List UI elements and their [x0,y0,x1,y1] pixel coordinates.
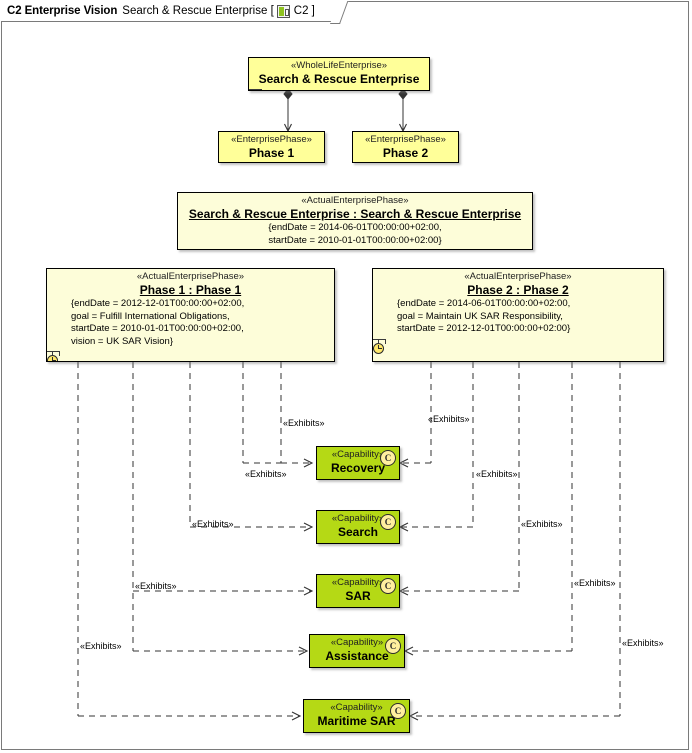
node-attributes: {endDate = 2014-06-01T00:00:00+02:00, st… [178,222,532,247]
node-attributes: {endDate = 2012-12-01T00:00:00+02:00, go… [47,298,334,348]
nested-classifier-icon [249,89,262,90]
node-whole-life-enterprise[interactable]: «WholeLifeEnterprise» Search & Rescue En… [248,57,430,91]
node-stereotype: «Capability» [331,449,385,460]
node-name: Maritime SAR [317,714,396,728]
node-name: Phase 2 [382,146,429,160]
attribute-line: goal = Fulfill International Obligations… [71,310,230,322]
exhibits-label: «Exhibits» [135,581,177,591]
exhibits-label: «Exhibits» [521,519,563,529]
node-stereotype: «WholeLifeEnterprise» [290,60,388,71]
attribute-line: {endDate = 2012-12-01T00:00:00+02:00, [71,298,245,309]
diagram-icon [276,4,290,18]
exhibits-label: «Exhibits» [574,578,616,588]
exhibits-label: «Exhibits» [245,469,287,479]
node-stereotype: «Capability» [331,577,385,588]
attribute-line: goal = Maintain UK SAR Responsibility, [397,310,563,322]
exhibits-label: «Exhibits» [80,641,122,651]
exhibits-label: «Exhibits» [622,638,664,648]
capability-icon: C [380,450,396,466]
node-capability-maritime-sar[interactable]: «Capability» Maritime SAR C [303,699,410,733]
node-enterprise-phase-1[interactable]: «EnterprisePhase» Phase 1 [218,131,325,163]
attribute-line: startDate = 2010-01-01T00:00:00+02:00, [71,323,244,334]
node-capability-assistance[interactable]: «Capability» Assistance C [309,634,405,668]
attribute-line: startDate = 2010-01-01T00:00:00+02:00} [268,234,442,246]
node-stereotype: «Capability» [330,702,383,713]
node-stereotype: «ActualEnterprisePhase» [136,271,245,282]
node-name: Assistance [325,649,389,663]
attribute-line: vision = UK SAR Vision} [71,335,173,347]
exhibits-label: «Exhibits» [283,418,325,428]
capability-icon: C [380,578,396,594]
diagram-title: C2 Enterprise Vision [7,5,118,17]
node-name: Phase 1 : Phase 1 [139,283,242,297]
node-attributes: {endDate = 2014-06-01T00:00:00+02:00, go… [373,298,663,336]
node-actual-phase-sar-enterprise[interactable]: «ActualEnterprisePhase» Search & Rescue … [177,192,533,250]
node-name: Search & Rescue Enterprise : Search & Re… [188,207,522,221]
attribute-line: startDate = 2012-12-01T00:00:00+02:00} [397,323,571,334]
diagram-subtitle: Search & Rescue Enterprise [ [122,5,274,17]
node-capability-recovery[interactable]: «Capability» Recovery C [316,446,400,480]
exhibits-label: «Exhibits» [476,469,518,479]
node-name: Phase 1 [248,146,295,160]
node-capability-search[interactable]: «Capability» Search C [316,510,400,544]
node-stereotype: «EnterprisePhase» [231,134,312,145]
exhibits-label: «Exhibits» [192,519,234,529]
node-stereotype: «Capability» [331,513,385,524]
node-stereotype: «EnterprisePhase» [365,134,446,145]
diagram-kind: C2 ] [293,5,315,17]
node-stereotype: «Capability» [330,637,384,648]
node-name: Search & Rescue Enterprise [258,72,420,86]
node-stereotype: «ActualEnterprisePhase» [301,195,409,206]
capability-icon: C [390,703,406,719]
node-name: Search [337,525,379,539]
node-enterprise-phase-2[interactable]: «EnterprisePhase» Phase 2 [352,131,459,163]
node-name: Phase 2 : Phase 2 [467,283,569,297]
node-actual-phase-1[interactable]: «ActualEnterprisePhase» Phase 1 : Phase … [46,268,335,362]
exhibits-label: «Exhibits» [428,414,470,424]
phase-clock-icon [373,338,386,355]
node-actual-phase-2[interactable]: «ActualEnterprisePhase» Phase 2 : Phase … [372,268,664,362]
node-name: Recovery [330,461,386,475]
capability-icon: C [380,514,396,530]
attribute-line: {endDate = 2014-06-01T00:00:00+02:00, [397,298,571,309]
phase-clock-icon [47,351,60,361]
attribute-line: {endDate = 2014-06-01T00:00:00+02:00, [268,222,442,233]
capability-icon: C [385,638,401,654]
node-stereotype: «ActualEnterprisePhase» [464,271,572,282]
node-capability-sar[interactable]: «Capability» SAR C [316,574,400,608]
node-name: SAR [345,589,371,603]
diagram-frame-tab[interactable]: C2 Enterprise Vision Search & Rescue Ent… [1,1,349,24]
